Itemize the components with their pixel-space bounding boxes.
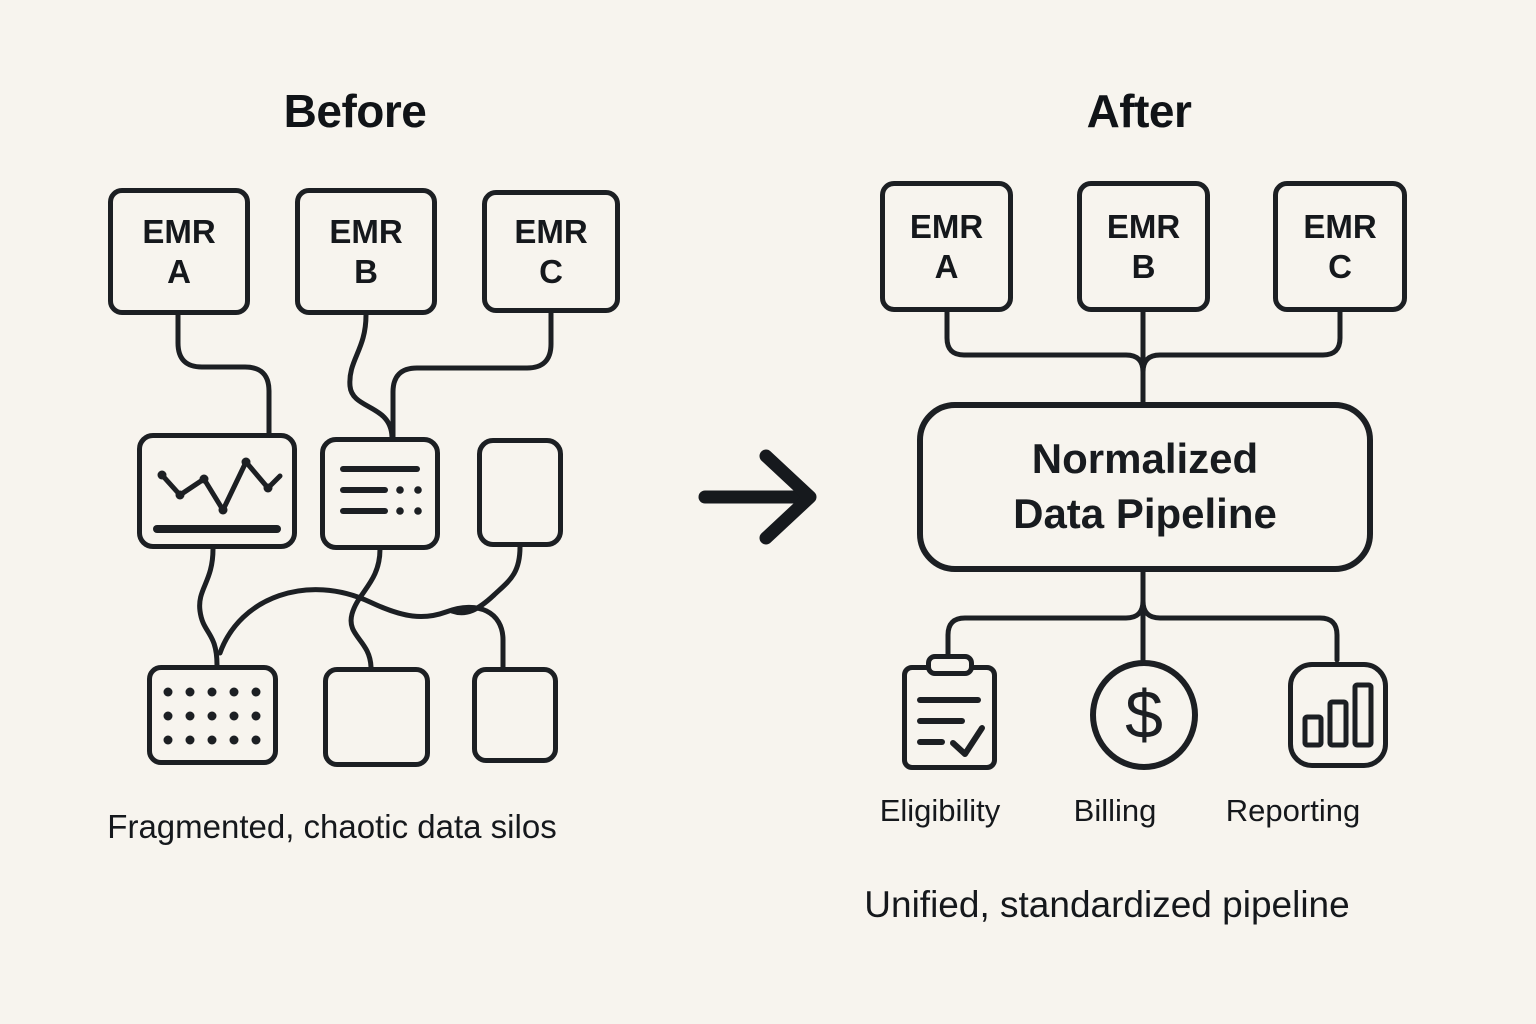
eligibility-label: Eligibility [879, 793, 1001, 828]
before-emr-a-box: EMR A [108, 188, 250, 315]
list-icon [340, 466, 422, 515]
reporting-box [1288, 662, 1388, 768]
connector-chart-to-dots [197, 546, 220, 668]
connector-big-arc [217, 587, 506, 670]
emr-letter: A [167, 252, 191, 290]
pipeline-label-line2: Data Pipeline [1013, 490, 1277, 537]
reporting-label: Reporting [1225, 793, 1361, 828]
silo-empty-box-1 [477, 438, 563, 547]
emr-letter: C [1328, 247, 1352, 285]
emr-label: EMR [909, 207, 984, 245]
silo-chart-box [137, 433, 297, 549]
after-emr-b-box: EMR B [1077, 181, 1210, 312]
billing-label: Billing [1073, 793, 1157, 828]
before-title: Before [283, 85, 427, 137]
clipboard-check-icon [917, 697, 985, 757]
eligibility-clipboard [902, 665, 997, 770]
connector-list-to-midbox [348, 546, 383, 670]
before-emr-c-box: EMR C [482, 190, 620, 313]
emr-letter: B [354, 252, 378, 290]
connector-emptybox-to-arc [449, 544, 523, 616]
silo-empty-box-2 [323, 667, 430, 767]
emr-label: EMR [1303, 207, 1377, 245]
connector-emr-c-to-list [390, 310, 554, 440]
clipboard-clip [926, 654, 974, 676]
connector-after-emr-c [1140, 309, 1343, 375]
before-caption: Fragmented, chaotic data silos [107, 808, 557, 845]
after-caption: Unified, standardized pipeline [864, 884, 1350, 925]
normalized-pipeline-box: Normalized Data Pipeline [917, 402, 1373, 572]
emr-label: EMR [329, 212, 403, 250]
connector-pipeline-to-reporting [1140, 598, 1340, 663]
emr-label: EMR [514, 212, 588, 250]
after-title: After [1086, 85, 1192, 137]
pipeline-label-line1: Normalized [1031, 435, 1259, 483]
dot-grid-icon [163, 687, 261, 745]
emr-letter: B [1131, 247, 1156, 285]
bar-chart-icon [1302, 682, 1374, 748]
dollar-circle-icon: $ [1090, 660, 1198, 770]
emr-label: EMR [142, 212, 216, 250]
silo-empty-box-3 [472, 667, 558, 763]
connector-emr-b-to-list [347, 312, 395, 440]
silo-list-box [320, 437, 440, 550]
emr-letter: A [934, 247, 959, 285]
emr-label: EMR [1106, 207, 1181, 245]
connector-after-emr-a [944, 309, 1146, 375]
after-emr-a-box: EMR A [880, 181, 1013, 312]
right-arrow-icon [698, 449, 817, 545]
connector-pipeline-to-eligibility [945, 598, 1146, 663]
dollar-glyph: $ [1125, 677, 1163, 753]
connector-emr-a-to-chart [175, 312, 272, 436]
after-emr-c-box: EMR C [1273, 181, 1407, 312]
emr-letter: C [539, 252, 563, 290]
silo-dots-box [147, 665, 278, 765]
before-emr-b-box: EMR B [295, 188, 437, 315]
line-chart-icon [153, 457, 283, 533]
